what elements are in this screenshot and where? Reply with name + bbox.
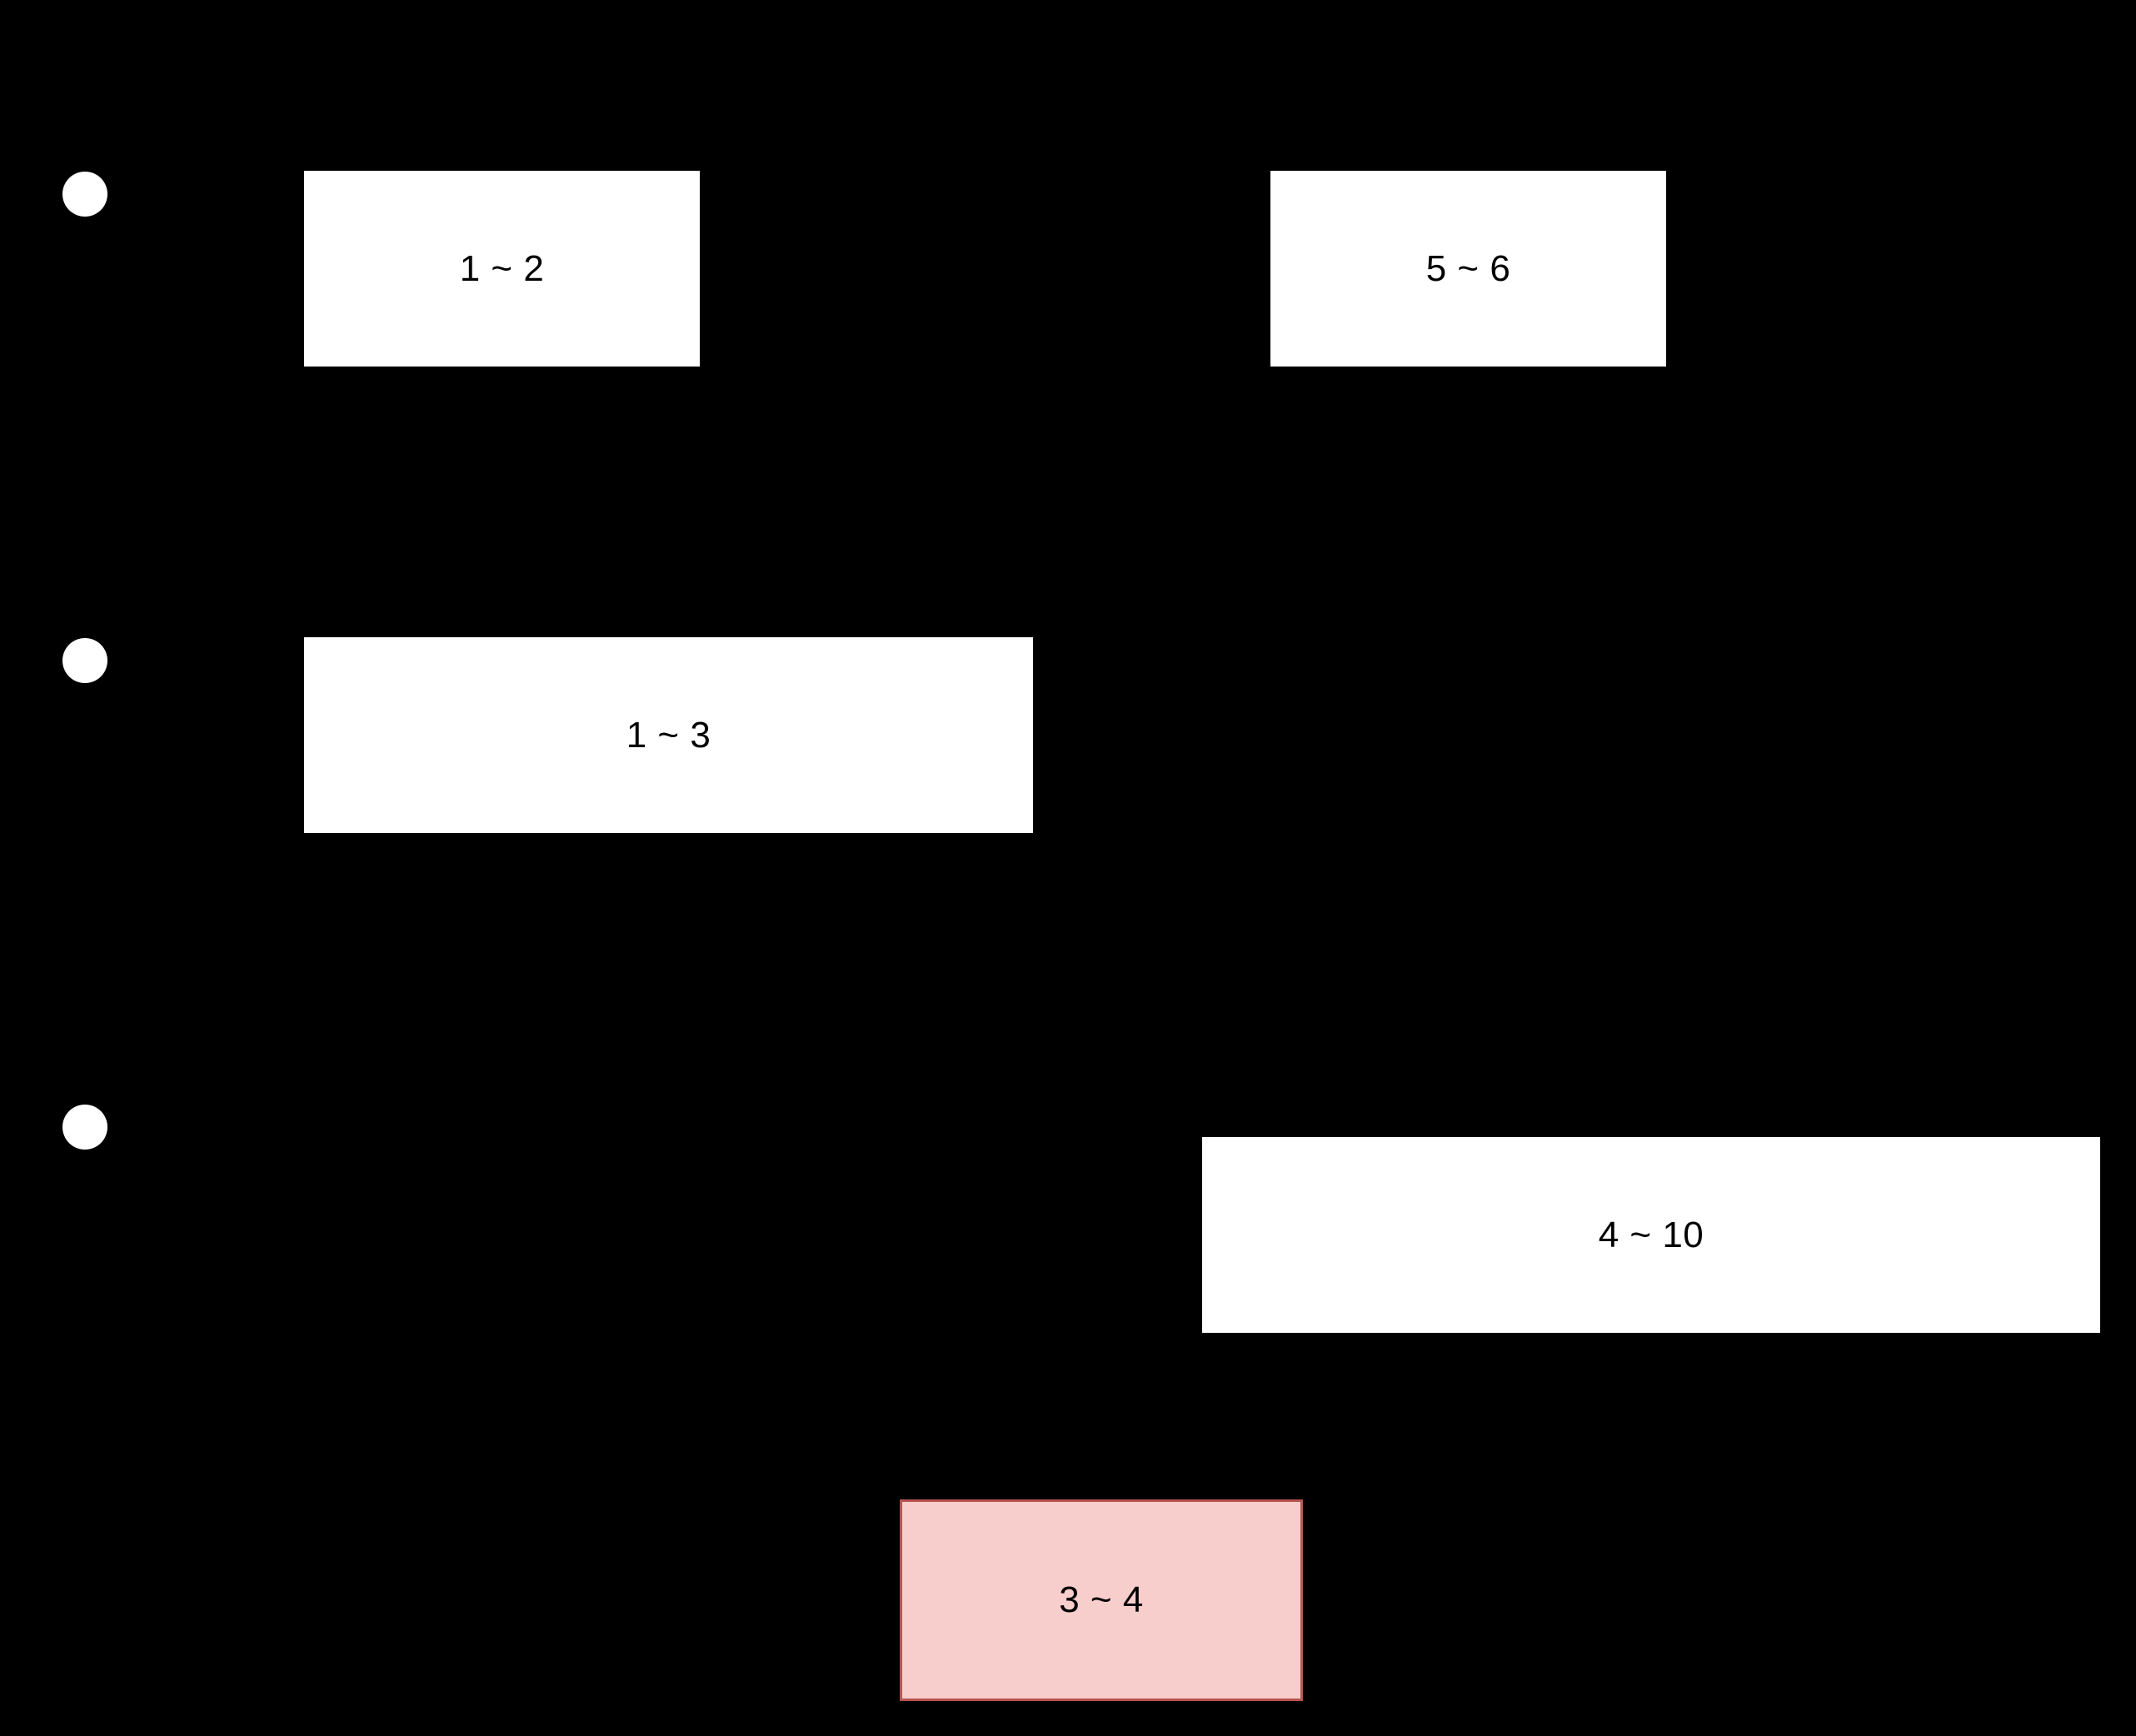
interval-box-4-10[interactable]: 4 ~ 10	[1202, 1137, 2100, 1333]
track-bullet-3	[62, 1105, 107, 1150]
track-bullet-1	[62, 172, 107, 217]
track-bullet-2	[62, 638, 107, 683]
interval-label: 3 ~ 4	[1059, 1579, 1144, 1620]
interval-box-1-2[interactable]: 1 ~ 2	[304, 171, 700, 367]
interval-label: 5 ~ 6	[1425, 247, 1511, 289]
interval-label: 4 ~ 10	[1598, 1214, 1704, 1255]
interval-box-1-3[interactable]: 1 ~ 3	[304, 637, 1033, 833]
interval-label: 1 ~ 3	[626, 714, 711, 756]
interval-label: 1 ~ 2	[459, 247, 545, 289]
interval-box-3-4[interactable]: 3 ~ 4	[900, 1499, 1303, 1701]
interval-box-5-6[interactable]: 5 ~ 6	[1270, 171, 1666, 367]
